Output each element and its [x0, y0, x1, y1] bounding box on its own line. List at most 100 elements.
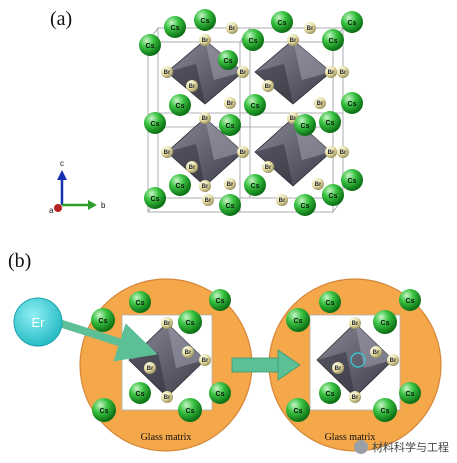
svg-text:Cs: Cs: [171, 25, 180, 32]
br-atom: Br: [186, 161, 198, 173]
svg-text:Br: Br: [202, 184, 209, 190]
cs-atom: Cs: [139, 34, 161, 56]
svg-text:Cs: Cs: [326, 300, 335, 307]
br-atom: Br: [237, 66, 249, 78]
cs-atom: Cs: [244, 94, 266, 116]
svg-text:Cs: Cs: [381, 320, 390, 327]
br-atom: Br: [199, 354, 211, 366]
svg-text:Cs: Cs: [329, 38, 338, 45]
b-axis-label: b: [101, 201, 106, 210]
svg-text:Br: Br: [164, 395, 171, 401]
br-atom: Br: [304, 22, 316, 34]
cs-atom: Cs: [242, 29, 264, 51]
br-atom: Br: [337, 146, 349, 158]
wechat-icon: [354, 440, 368, 454]
br-atom: Br: [144, 362, 156, 374]
br-atom: Br: [202, 194, 214, 206]
svg-text:Br: Br: [185, 350, 192, 356]
svg-text:Cs: Cs: [301, 203, 310, 210]
svg-text:Br: Br: [317, 101, 324, 107]
br-atom: Br: [199, 180, 211, 192]
er-ion: Er: [13, 297, 63, 347]
svg-text:Br: Br: [352, 395, 359, 401]
svg-text:Cs: Cs: [406, 298, 415, 305]
svg-text:Br: Br: [229, 26, 236, 32]
svg-text:Br: Br: [202, 116, 209, 122]
br-atom: Br: [161, 146, 173, 158]
cs-atom: Cs: [319, 111, 341, 133]
axes-indicator: c b a: [49, 159, 106, 215]
cs-atom: Cs: [209, 382, 231, 404]
br-atom: Br: [370, 346, 382, 358]
er-dopant-site: [350, 352, 366, 368]
br-atoms-b: Br Br Br Br Br Br Br Br Br Br: [144, 317, 399, 403]
svg-text:Cs: Cs: [381, 408, 390, 415]
octahedron-bottom-left: [166, 117, 244, 187]
br-atom: Br: [287, 34, 299, 46]
svg-text:Br: Br: [189, 165, 196, 171]
svg-text:Br: Br: [340, 150, 347, 156]
svg-text:Cs: Cs: [326, 120, 335, 127]
cs-atom: Cs: [169, 174, 191, 196]
transition-arrow: [231, 349, 301, 381]
svg-text:Br: Br: [265, 84, 272, 90]
br-atom: Br: [262, 80, 274, 92]
svg-text:Br: Br: [147, 366, 154, 372]
cs-atom: Cs: [219, 114, 241, 136]
svg-text:Cs: Cs: [348, 101, 357, 108]
a-axis-label: a: [49, 206, 54, 215]
octahedron-bottom-right: [254, 117, 332, 187]
svg-text:Br: Br: [227, 182, 234, 188]
svg-text:Cs: Cs: [278, 20, 287, 27]
svg-text:Cs: Cs: [251, 103, 260, 110]
br-atom: Br: [161, 317, 173, 329]
cs-atom: Cs: [399, 382, 421, 404]
svg-text:Cs: Cs: [224, 58, 233, 65]
svg-text:Cs: Cs: [348, 178, 357, 185]
octahedron-top-right: [254, 39, 332, 105]
svg-text:Br: Br: [390, 358, 397, 364]
svg-text:Br: Br: [328, 150, 335, 156]
svg-text:Cs: Cs: [251, 183, 260, 190]
cs-atom: Cs: [373, 398, 397, 422]
cs-atom: Cs: [341, 11, 363, 33]
watermark-text: 材料科学与工程: [372, 441, 449, 454]
svg-text:Cs: Cs: [136, 391, 145, 398]
cs-atom: Cs: [294, 194, 316, 216]
svg-text:Br: Br: [202, 358, 209, 364]
cs-atom: Cs: [144, 112, 166, 134]
br-atom: Br: [325, 146, 337, 158]
svg-text:Br: Br: [290, 38, 297, 44]
svg-text:Cs: Cs: [326, 391, 335, 398]
cs-atom: Cs: [178, 310, 202, 334]
svg-text:Cs: Cs: [348, 20, 357, 27]
glass-matrix-label-right: Glass matrix: [325, 432, 376, 443]
svg-text:Cs: Cs: [226, 123, 235, 130]
svg-text:Cs: Cs: [136, 300, 145, 307]
svg-text:Br: Br: [340, 70, 347, 76]
panel-b: Br Br Br Br Br Br Br Br Br Br Cs Cs Cs C…: [13, 278, 442, 452]
svg-text:Er: Er: [32, 315, 46, 330]
br-atom: Br: [262, 161, 274, 173]
panel-b-label: (b): [8, 250, 32, 272]
br-atom: Br: [199, 34, 211, 46]
br-atom: Br: [186, 80, 198, 92]
br-atom: Br: [237, 146, 249, 158]
svg-text:Br: Br: [315, 182, 322, 188]
a-axis: [54, 204, 62, 212]
cs-atom: Cs: [178, 398, 202, 422]
svg-text:Cs: Cs: [146, 43, 155, 50]
br-atom: Br: [199, 112, 211, 124]
svg-text:Cs: Cs: [216, 298, 225, 305]
cs-atom: Cs: [129, 291, 151, 313]
panel-a-label: (a): [50, 8, 73, 30]
br-atom: Br: [182, 346, 194, 358]
svg-text:Br: Br: [373, 350, 380, 356]
cs-atom: Cs: [319, 291, 341, 313]
svg-text:Cs: Cs: [151, 196, 160, 203]
cs-atom: Cs: [294, 114, 316, 136]
svg-text:Br: Br: [164, 70, 171, 76]
cs-atom: Cs: [319, 382, 341, 404]
svg-text:Br: Br: [335, 366, 342, 372]
